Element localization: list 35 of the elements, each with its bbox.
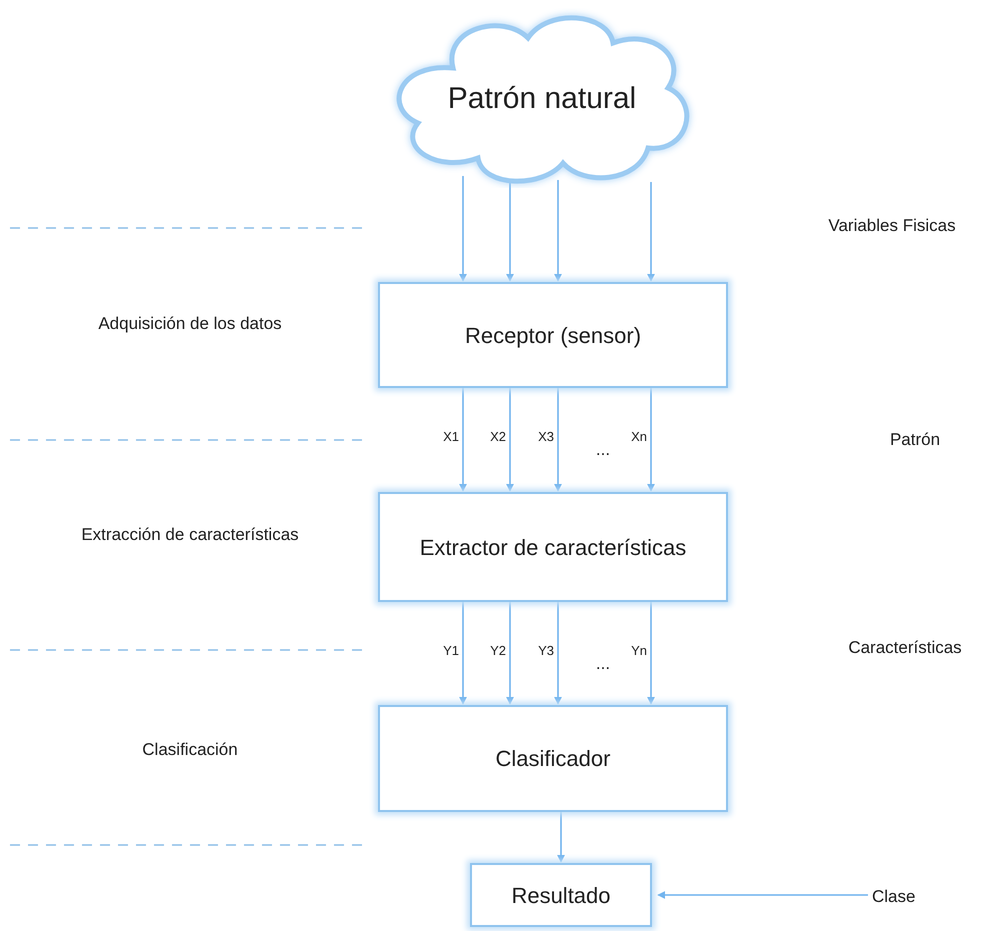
arrow [647,182,655,282]
stage-label: ... [594,653,612,676]
edge-label: X2 [488,430,508,443]
edge-label: X3 [536,430,556,443]
arrow [506,602,514,705]
stage-label: Características [847,637,963,660]
edge-label: Xn [629,430,649,443]
arrow [554,602,562,705]
arrow [506,182,514,282]
edge-label: Yn [629,644,649,656]
stage-label: Variables Fisicas [827,215,957,238]
arrow [647,388,655,492]
arrow [554,180,562,282]
process-box: Extractor de características [378,492,728,602]
arrow [459,388,467,492]
arrow [554,388,562,492]
stage-label: Clasificación [141,739,239,762]
arrow [557,812,565,863]
edge-label: X1 [441,430,461,443]
arrow [459,602,467,705]
edge-label: Y2 [488,644,508,656]
stage-label: ... [594,439,612,462]
side-label: Clase [872,882,942,912]
arrow [647,602,655,705]
process-box: Receptor (sensor) [378,282,728,388]
edge-label: Y3 [536,644,556,656]
arrow [657,891,868,899]
arrow [506,388,514,492]
process-box: Clasificador [378,705,728,812]
stage-label: Extracción de características [80,524,300,546]
arrow [459,176,467,282]
stage-label: Patrón [888,429,942,452]
stage-label: Adquisición de los datos [97,313,283,336]
edge-label: Y1 [441,644,461,656]
process-box: Resultado [470,863,652,927]
